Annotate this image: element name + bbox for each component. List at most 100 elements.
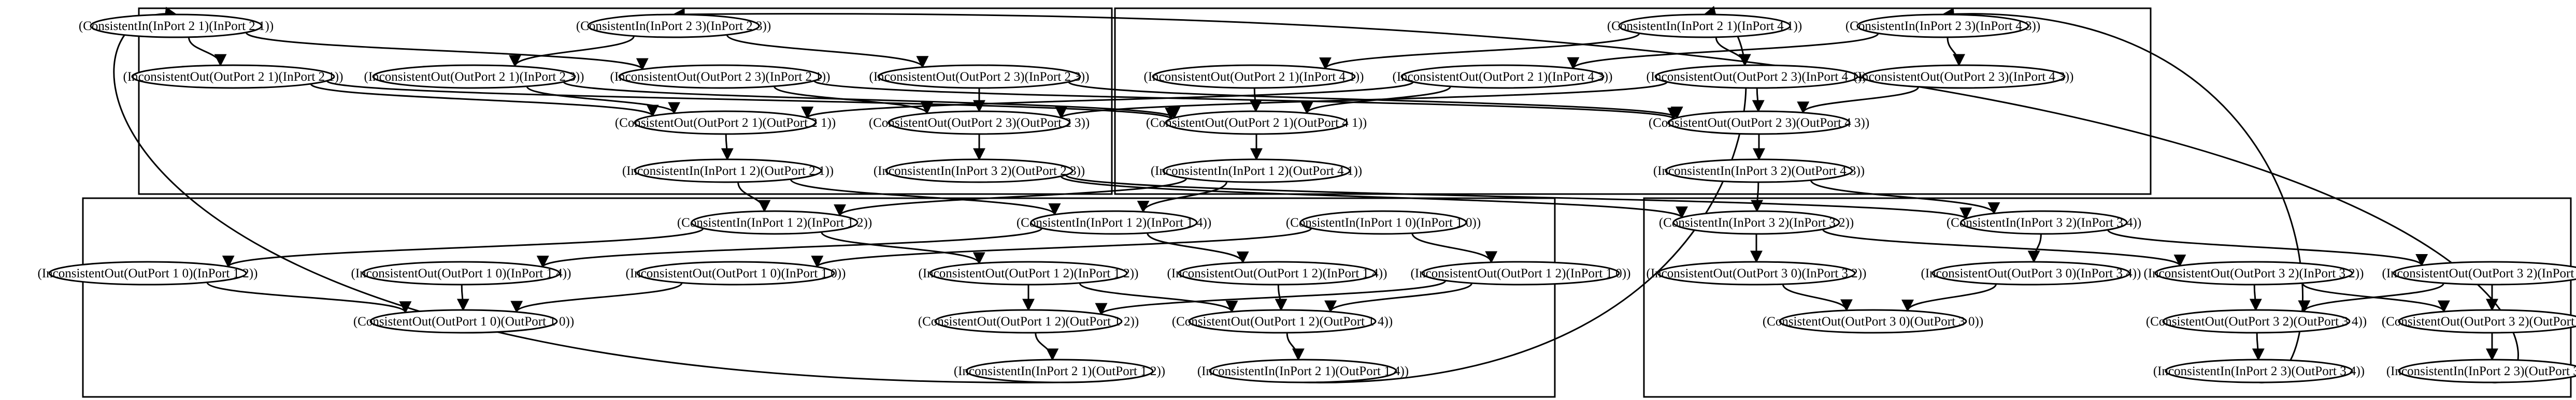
clusters-layer bbox=[82, 7, 2572, 398]
node-ellipse bbox=[1667, 110, 1851, 135]
graph-node: (ConsistentOut(OutPort 3 0)(OutPort 3 0)… bbox=[1763, 309, 1983, 334]
graph-node: (InconsistentOut(OutPort 1 0)(InPort 1 4… bbox=[351, 261, 571, 286]
graph-node: (InconsistentOut(OutPort 1 2)(InPort 1 0… bbox=[1411, 261, 1630, 286]
cluster-c4 bbox=[1643, 197, 2572, 398]
graph-node: (InconsistentOut(OutPort 1 2)(InPort 1 4… bbox=[1167, 261, 1387, 286]
graph-node: (InconsistentOut(OutPort 3 0)(InPort 3 4… bbox=[1921, 261, 2141, 286]
edge-n4-n17 bbox=[563, 81, 1180, 120]
edge-n3-n7 bbox=[310, 83, 659, 117]
node-label: (ConsistentIn(InPort 3 2)(InPort 3 4)) bbox=[1947, 216, 2141, 230]
node-label: (ConsistentOut(OutPort 1 0)(OutPort 1 0)… bbox=[353, 315, 574, 329]
node-ellipse bbox=[1400, 64, 1605, 89]
graph-node: (ConsistentOut(OutPort 3 2)(OutPort 3 2)… bbox=[2382, 309, 2576, 334]
node-ellipse bbox=[691, 210, 858, 235]
graph-node: (InconsistentOut(OutPort 3 0)(InPort 3 2… bbox=[1647, 261, 1867, 286]
cluster-c2 bbox=[1114, 7, 2152, 195]
graph-node: (ConsistentIn(InPort 3 2)(InPort 3 2)) bbox=[1659, 210, 1854, 235]
node-ellipse bbox=[48, 261, 247, 286]
graph-node: (InconsistentOut(OutPort 3 2)(InPort 3 4… bbox=[2382, 261, 2576, 286]
edge-n5-n18 bbox=[813, 80, 1679, 121]
node-label: (InconsistentOut(OutPort 3 2)(InPort 3 4… bbox=[2382, 266, 2576, 280]
node-label: (InconsistentIn(InPort 1 2)(OutPort 2 1)… bbox=[622, 164, 834, 178]
node-label: (ConsistentIn(InPort 1 0)(InPort 1 0)) bbox=[1286, 216, 1481, 230]
graph-node: (InconsistentOut(OutPort 1 2)(InPort 1 2… bbox=[919, 261, 1139, 286]
node-label: (InconsistentIn(InPort 2 1)(OutPort 1 2)… bbox=[954, 364, 1165, 378]
node-ellipse bbox=[2393, 261, 2576, 286]
node-ellipse bbox=[131, 64, 335, 89]
graph-node: (ConsistentIn(InPort 2 3)(InPort 2 3)) bbox=[576, 13, 771, 38]
edge-n32-n34 bbox=[1286, 332, 1305, 361]
node-label: (InconsistentIn(InPort 3 2)(OutPort 2 3)… bbox=[874, 164, 1085, 178]
edge-n21-n24 bbox=[222, 227, 704, 268]
node-ellipse bbox=[362, 261, 561, 286]
edge-n23-n26 bbox=[811, 227, 1312, 269]
edge-n23-n29 bbox=[1411, 233, 1498, 264]
node-label: (InconsistentIn(InPort 2 3)(OutPort 3 2)… bbox=[2386, 364, 2576, 378]
node-ellipse bbox=[90, 13, 263, 38]
node-ellipse bbox=[1162, 158, 1351, 183]
edge-n20-n35 bbox=[1751, 182, 1764, 213]
edge-n29-n32 bbox=[1324, 283, 1473, 313]
graph-node: (ConsistentIn(InPort 1 0)(InPort 1 0)) bbox=[1286, 210, 1481, 235]
node-label: (InconsistentOut(OutPort 1 2)(InPort 1 2… bbox=[919, 266, 1139, 280]
node-ellipse bbox=[1672, 210, 1840, 235]
node-label: (ConsistentIn(InPort 3 2)(InPort 3 2)) bbox=[1659, 216, 1854, 230]
node-label: (ConsistentOut(OutPort 3 2)(OutPort 3 2)… bbox=[2382, 315, 2576, 329]
node-ellipse bbox=[587, 13, 760, 38]
graph-node: (ConsistentOut(OutPort 2 1)(OutPort 4 1)… bbox=[1146, 110, 1367, 135]
node-ellipse bbox=[965, 359, 1154, 383]
graph-node: (InconsistentIn(InPort 3 2)(OutPort 4 3)… bbox=[1653, 158, 1865, 183]
node-ellipse bbox=[1165, 110, 1348, 135]
node-label: (ConsistentIn(InPort 1 2)(InPort 1 2)) bbox=[677, 216, 872, 230]
node-ellipse bbox=[636, 261, 835, 286]
node-label: (InconsistentOut(OutPort 3 0)(InPort 3 2… bbox=[1647, 266, 1867, 280]
node-label: (ConsistentOut(OutPort 2 1)(OutPort 4 1)… bbox=[1146, 116, 1367, 130]
node-label: (InconsistentOut(OutPort 1 0)(InPort 1 0… bbox=[626, 266, 846, 280]
node-ellipse bbox=[2165, 359, 2353, 383]
graph-node: (InconsistentIn(InPort 2 1)(OutPort 1 4)… bbox=[1197, 359, 1409, 383]
graph-node: (ConsistentOut(OutPort 2 3)(OutPort 2 3)… bbox=[869, 110, 1090, 135]
node-label: (ConsistentOut(OutPort 1 2)(OutPort 1 4)… bbox=[1172, 315, 1393, 329]
graph-node: (ConsistentOut(OutPort 3 2)(OutPort 3 4)… bbox=[2146, 309, 2367, 334]
node-ellipse bbox=[1299, 210, 1467, 235]
edge-n12-n14 bbox=[1567, 33, 1879, 70]
node-ellipse bbox=[1421, 261, 1620, 286]
graph-node: (InconsistentOut(OutPort 2 3)(InPort 4 1… bbox=[1647, 64, 1866, 89]
graph-node: (InconsistentOut(OutPort 2 3)(InPort 2 3… bbox=[869, 64, 1089, 89]
node-label: (ConsistentOut(OutPort 2 3)(OutPort 4 3)… bbox=[1649, 116, 1869, 130]
edge-n36-n40 bbox=[2107, 229, 2428, 267]
edge-n4-n7 bbox=[526, 86, 680, 115]
graph-node: (InconsistentOut(OutPort 1 0)(InPort 1 2… bbox=[38, 261, 257, 286]
node-ellipse bbox=[1030, 210, 1198, 235]
node-label: (ConsistentIn(InPort 2 3)(InPort 2 3)) bbox=[576, 19, 771, 33]
edge-n12-n16 bbox=[1947, 37, 1966, 67]
node-ellipse bbox=[1779, 309, 1967, 334]
graph-node: (InconsistentOut(OutPort 2 1)(InPort 2 1… bbox=[123, 64, 343, 89]
node-label: (InconsistentOut(OutPort 2 1)(InPort 4 3… bbox=[1393, 70, 1613, 84]
graph-node: (ConsistentOut(OutPort 1 2)(OutPort 1 2)… bbox=[918, 309, 1139, 334]
node-ellipse bbox=[877, 64, 1081, 89]
edge-n22-n25 bbox=[537, 227, 1043, 269]
edge-n21-n27 bbox=[821, 231, 985, 265]
graph-node: (InconsistentIn(InPort 2 3)(OutPort 3 2)… bbox=[2386, 359, 2576, 383]
graph-node: (InconsistentIn(InPort 1 2)(OutPort 4 1)… bbox=[1151, 158, 1362, 183]
node-ellipse bbox=[934, 309, 1123, 334]
graph-node: (InconsistentOut(OutPort 2 3)(InPort 2 1… bbox=[610, 64, 830, 89]
edge-n16-n18 bbox=[1797, 86, 1920, 114]
cluster-c3 bbox=[82, 197, 1556, 398]
edge-n1-n5 bbox=[245, 32, 649, 71]
graph-node: (ConsistentIn(InPort 2 1)(InPort 2 1)) bbox=[79, 13, 274, 38]
graph-node: (InconsistentOut(OutPort 2 1)(InPort 4 1… bbox=[1144, 64, 1364, 89]
node-ellipse bbox=[888, 110, 1071, 135]
node-ellipse bbox=[634, 158, 822, 183]
edge-n7-n9 bbox=[721, 134, 734, 161]
node-ellipse bbox=[1856, 13, 2029, 38]
node-label: (InconsistentOut(OutPort 2 3)(InPort 4 3… bbox=[1854, 70, 2074, 84]
edge-n20-n36 bbox=[1810, 180, 2000, 215]
node-ellipse bbox=[1657, 261, 1856, 286]
graph-node: (ConsistentIn(InPort 1 2)(InPort 1 2)) bbox=[677, 210, 872, 235]
graph-node: (ConsistentOut(OutPort 2 3)(OutPort 4 3)… bbox=[1649, 110, 1869, 135]
edge-n31-n33 bbox=[1035, 332, 1059, 361]
edge-n36-n38 bbox=[2027, 233, 2042, 263]
node-label: (ConsistentOut(OutPort 3 0)(OutPort 3 0)… bbox=[1763, 315, 1983, 329]
